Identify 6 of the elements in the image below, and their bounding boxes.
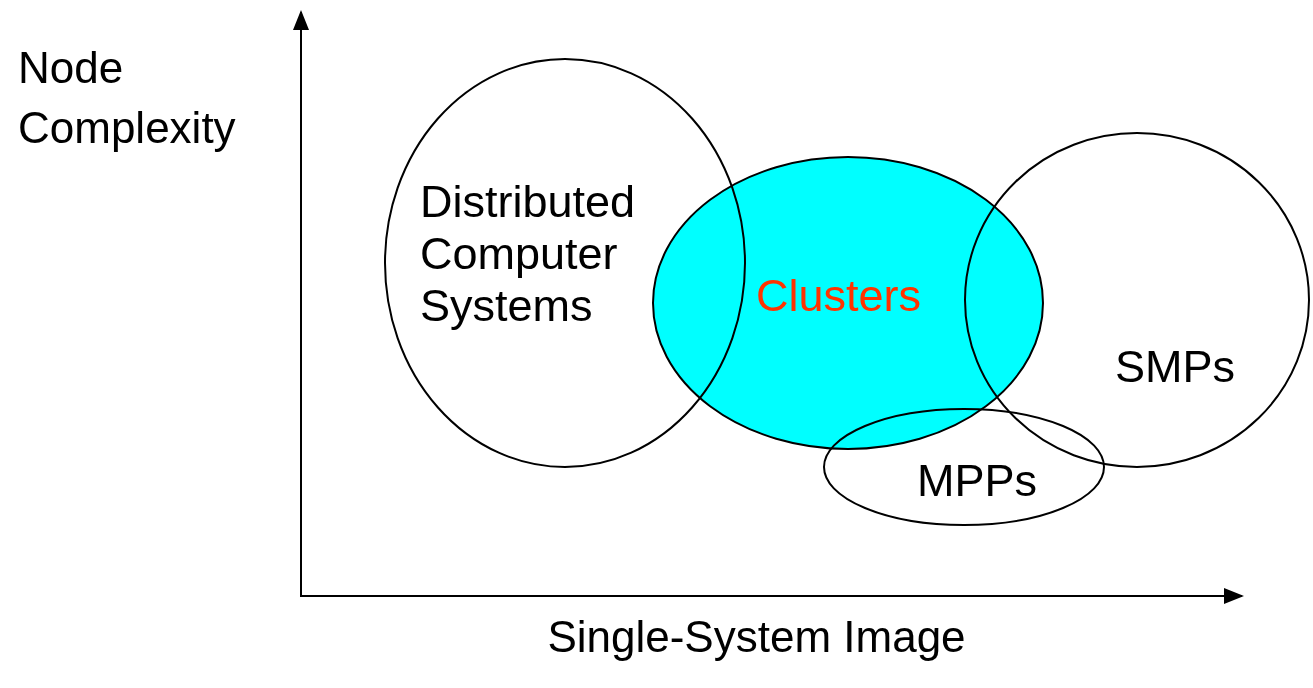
set-label: MPPs — [917, 455, 1038, 507]
axis-label: Single-System Image — [546, 611, 967, 663]
set-label: Distributed Computer Systems — [420, 176, 637, 332]
set-label: Clusters — [756, 270, 923, 322]
axis-label: Node Complexity — [18, 42, 237, 154]
set-label: SMPs — [1115, 341, 1236, 393]
